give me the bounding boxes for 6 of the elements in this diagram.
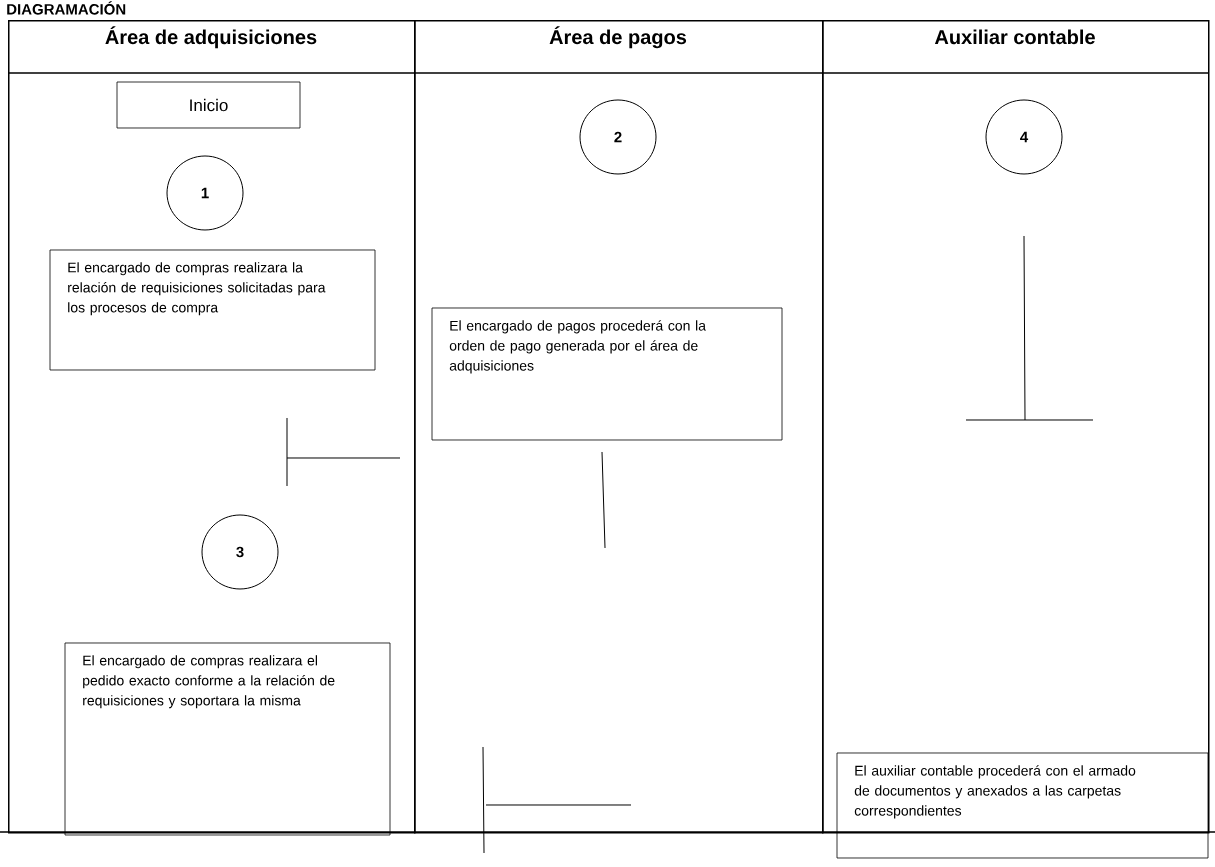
process-box: El encargado de pagos procederá con la orden de pago generada por el área de adquisiciones — [431, 307, 783, 441]
process-box: El encargado de compras realizara la relación de requisiciones solicitadas para los procesos de compra — [49, 249, 376, 371]
process-box: El auxiliar contable procederá con el armado de documentos y anexados a las carpetas correspondientes — [836, 752, 1209, 859]
start-box: Inicio — [116, 81, 301, 129]
process-box: El encargado de compras realizara el pedido exacto conforme a la relación de requisiciones y soportara la misma — [64, 642, 391, 836]
title: DIAGRAMACIÓN — [7, 1, 126, 15]
